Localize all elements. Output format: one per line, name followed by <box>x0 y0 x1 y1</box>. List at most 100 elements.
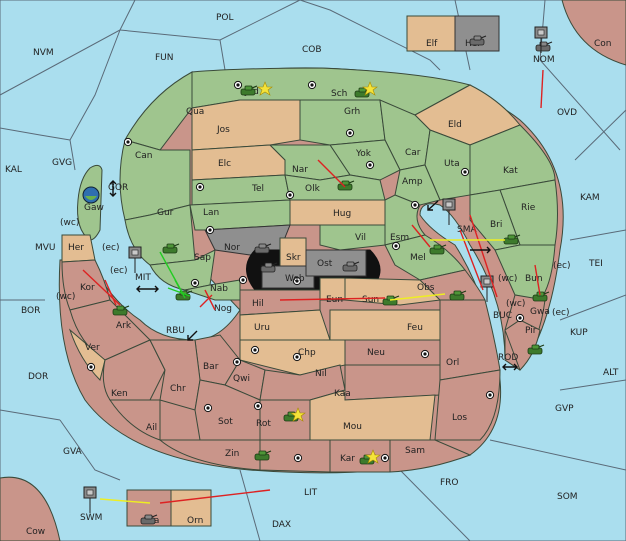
region-can[interactable] <box>119 139 191 221</box>
label-gwa: Gwa <box>530 307 550 317</box>
region-vil[interactable] <box>319 224 386 251</box>
label-bri: Bri <box>490 220 502 230</box>
region-sam[interactable] <box>389 439 472 473</box>
sea-labels: POL NVM FUN COB NOM Con OVD KAL GVG GOR … <box>5 13 619 537</box>
region-elc[interactable] <box>191 144 286 181</box>
label-sap: Sap <box>194 253 211 263</box>
coast-ec-gwa: (ec) <box>552 308 570 318</box>
region-sap[interactable] <box>149 249 216 291</box>
label-gvp: GVP <box>555 404 574 414</box>
label-bun: Bun <box>525 274 543 284</box>
label-ost: Ost <box>317 259 333 269</box>
label-gvg: GVG <box>52 158 72 168</box>
coast-wc-kor: (wc) <box>56 292 75 302</box>
label-sot: Sot <box>218 417 233 427</box>
label-gor: GOR <box>108 183 128 193</box>
label-yok: Yok <box>355 149 372 159</box>
label-con: Con <box>594 39 612 49</box>
label-alt: ALT <box>603 368 619 378</box>
label-nog: Nog <box>214 304 232 314</box>
label-mvu: MVU <box>35 243 56 253</box>
label-sma: SMA <box>457 225 477 235</box>
label-nvm: NVM <box>33 48 54 58</box>
label-sun: Sun <box>362 295 379 305</box>
label-mou: Mou <box>343 422 362 432</box>
label-kor: Kor <box>80 283 95 293</box>
label-hug: Hug <box>333 209 351 219</box>
label-vil: Vil <box>355 233 366 243</box>
label-orl: Orl <box>446 358 459 368</box>
label-gaw: Gaw <box>84 203 104 213</box>
label-nar: Nar <box>292 165 308 175</box>
label-ovd: OVD <box>557 108 577 118</box>
label-amp: Amp <box>402 177 423 187</box>
label-kam: KAM <box>580 193 600 203</box>
label-car: Car <box>405 148 421 158</box>
label-rot: Rot <box>256 419 271 429</box>
region-kar[interactable] <box>329 439 391 473</box>
label-web: Web <box>285 274 305 284</box>
region-jos[interactable] <box>191 99 301 151</box>
label-gva: GVA <box>63 447 83 457</box>
coast-wc-gwa: (wc) <box>506 299 525 309</box>
label-uta: Uta <box>444 159 460 169</box>
label-ver: Ver <box>85 343 100 353</box>
region-ken[interactable] <box>102 339 166 401</box>
label-kup: KUP <box>570 328 588 338</box>
label-elf: Elf <box>426 39 438 49</box>
region-feu[interactable] <box>329 309 441 341</box>
region-los[interactable] <box>434 369 501 441</box>
label-tei: TEI <box>588 259 603 269</box>
label-olk: Olk <box>305 184 321 194</box>
region-grh[interactable] <box>299 99 386 146</box>
label-nab: Nab <box>210 284 228 294</box>
label-lan: Lan <box>203 208 219 218</box>
coast-wc-her: (wc) <box>60 218 79 228</box>
label-zin: Zin <box>225 449 239 459</box>
label-nom: NOM <box>533 55 555 65</box>
label-cow: Cow <box>26 527 45 537</box>
label-rie: Rie <box>521 203 536 213</box>
label-can: Can <box>135 151 153 161</box>
ship-icon[interactable] <box>82 186 100 204</box>
label-dax: DAX <box>272 520 291 530</box>
region-orn[interactable] <box>170 489 212 527</box>
label-rod: ROD <box>498 353 518 363</box>
label-orn: Orn <box>187 516 203 526</box>
label-sam: Sam <box>405 446 425 456</box>
label-ail: Ail <box>146 423 157 433</box>
label-bar: Bar <box>203 362 219 372</box>
label-qua: Qua <box>186 107 204 117</box>
region-olk[interactable] <box>284 174 386 201</box>
coast-wc-bun: (wc) <box>498 274 517 284</box>
label-nil: Nil <box>315 369 327 379</box>
label-bor: BOR <box>21 306 40 316</box>
label-kal: KAL <box>5 165 22 175</box>
label-qwi: Qwi <box>233 374 250 384</box>
label-rbu: RBU <box>166 326 185 336</box>
region-amp[interactable] <box>394 164 441 206</box>
label-kar: Kar <box>340 454 355 464</box>
label-fun: FUN <box>155 53 174 63</box>
label-chp: Chp <box>298 348 316 358</box>
north-territories <box>119 67 558 301</box>
coast-ec-bun: (ec) <box>553 261 571 271</box>
label-eld: Eld <box>448 120 462 130</box>
label-lit: LIT <box>304 488 318 498</box>
region-uta[interactable] <box>424 129 471 201</box>
label-elc: Elc <box>218 159 231 169</box>
label-mel: Mel <box>410 253 426 263</box>
label-fro: FRO <box>440 478 459 488</box>
region-kaa[interactable] <box>344 364 441 401</box>
label-mit: MIT <box>135 273 151 283</box>
label-feu: Feu <box>407 323 423 333</box>
label-los: Los <box>452 413 467 423</box>
label-kaa: Kaa <box>334 389 351 399</box>
region-ver[interactable] <box>68 328 106 381</box>
label-obs: Obs <box>417 283 435 293</box>
label-pol: POL <box>216 13 234 23</box>
label-ken: Ken <box>111 389 128 399</box>
land-labels: Elf Hel Jad Sch Qua Jos Grh Eld Can Elc … <box>68 39 550 526</box>
